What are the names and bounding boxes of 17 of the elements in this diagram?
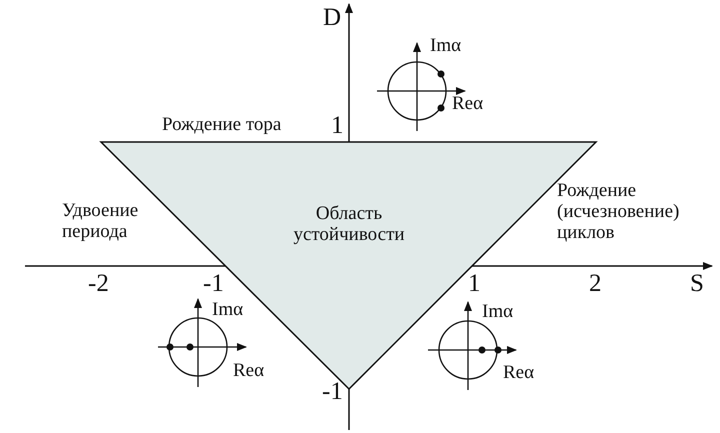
tick-label: -1	[322, 378, 343, 405]
boundary-label: Рождение (исчезновение) циклов	[557, 180, 680, 243]
tick-label: 1	[468, 270, 480, 297]
tick-label: -2	[88, 270, 109, 297]
tick-label: -1	[203, 270, 224, 297]
axis-label: Imα	[430, 35, 462, 56]
tick-label: 2	[589, 270, 602, 297]
axis-label: Reα	[503, 362, 534, 383]
axis-label: Imα	[482, 301, 514, 322]
axis-label: Reα	[233, 360, 264, 381]
boundary-label: Рождение тора	[162, 114, 282, 135]
boundary-label: Удвоение периода	[62, 200, 140, 242]
axis-label: Reα	[452, 93, 484, 114]
axis-label: Imα	[212, 299, 244, 320]
axis-label: D	[323, 4, 342, 31]
tick-label: 1	[331, 112, 344, 139]
axis-label: S	[690, 270, 704, 297]
